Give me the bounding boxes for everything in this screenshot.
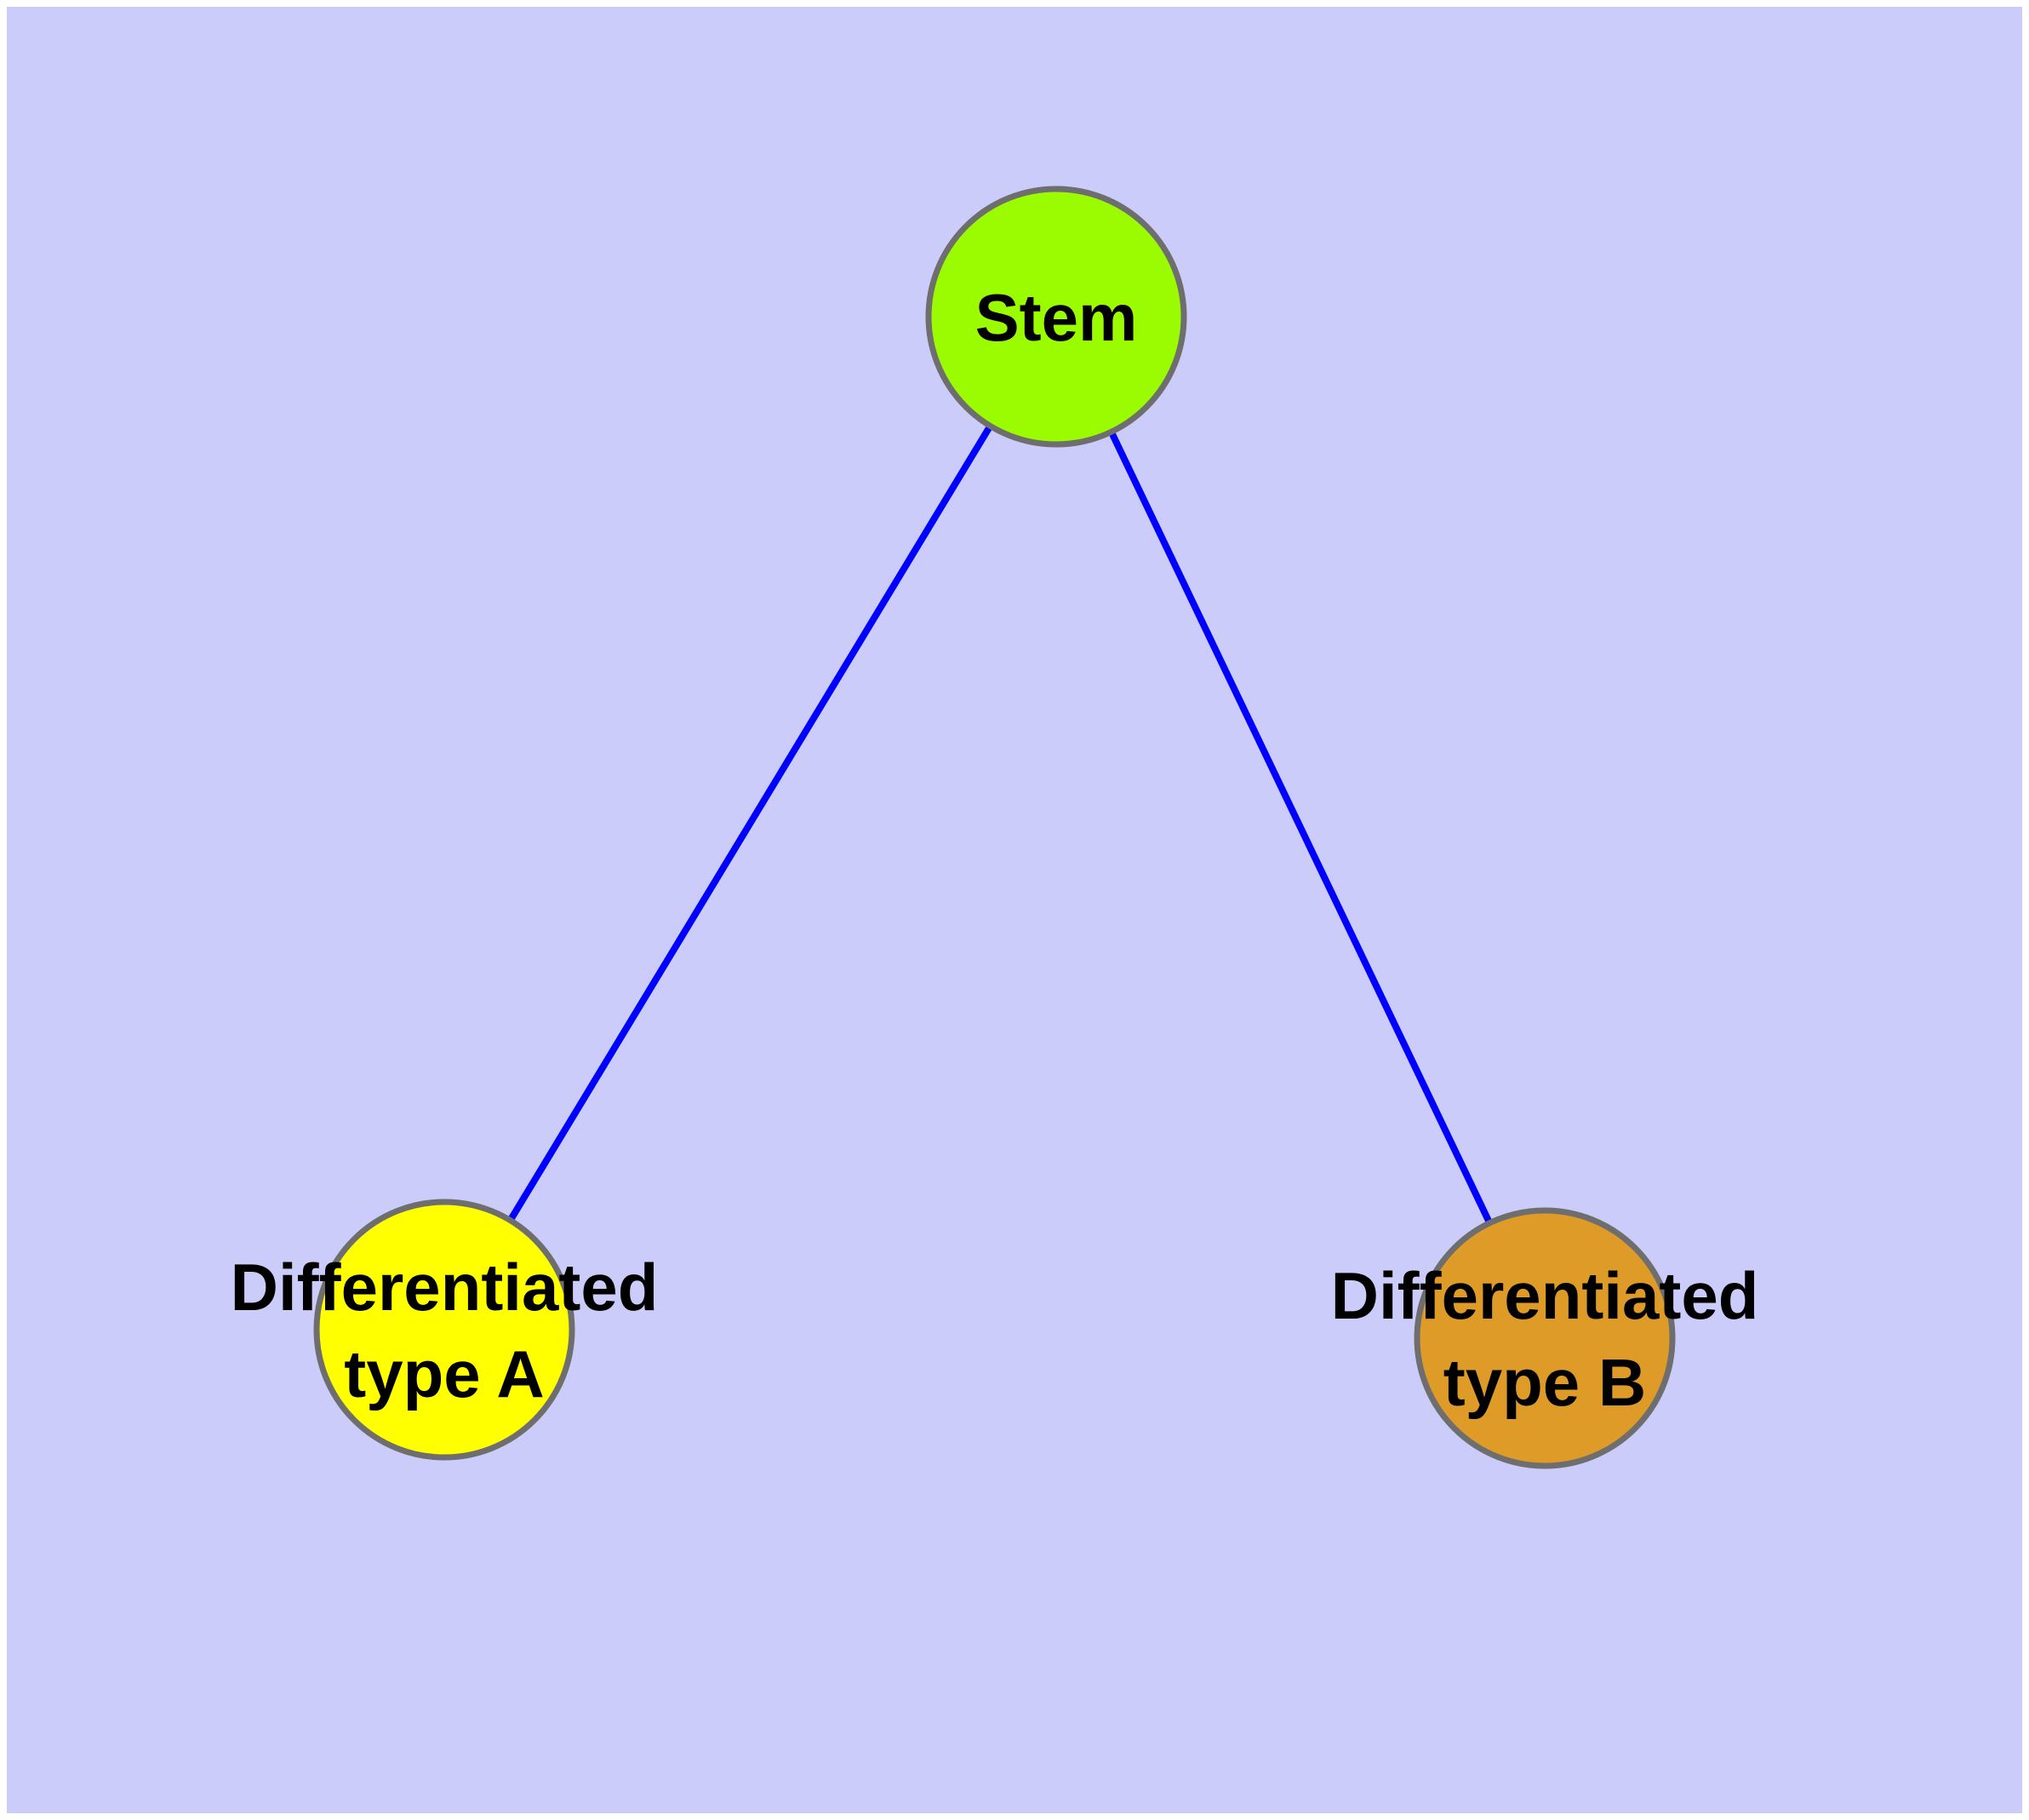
node-diff-a-circle[interactable] [313, 1199, 575, 1461]
node-diff-a[interactable] [313, 1199, 575, 1461]
node-layer [313, 186, 1676, 1469]
node-diff-a-label-line2: type A [344, 1336, 545, 1411]
graph-svg: Stem Differentiated type A Differentiate… [231, 186, 1759, 1469]
node-diff-a-label-line1: Differentiated [231, 1250, 659, 1325]
edge-layer [507, 424, 1493, 1225]
node-diff-b-circle[interactable] [1414, 1207, 1676, 1469]
edge-stem-to-diff-a[interactable] [507, 424, 993, 1222]
node-stem-circle[interactable] [925, 186, 1187, 448]
diagram-plot-area: Stem Differentiated type A Differentiate… [7, 7, 2022, 1813]
node-stem[interactable] [925, 186, 1187, 448]
node-diff-b-label-line1: Differentiated [1331, 1258, 1759, 1333]
node-diff-b-label-line2: type B [1443, 1345, 1646, 1420]
node-diff-b[interactable] [1414, 1207, 1676, 1469]
label-layer: Stem Differentiated type A Differentiate… [231, 280, 1759, 1420]
node-stem-label-line1: Stem [975, 280, 1138, 355]
edge-stem-to-diff-b[interactable] [1108, 430, 1493, 1225]
